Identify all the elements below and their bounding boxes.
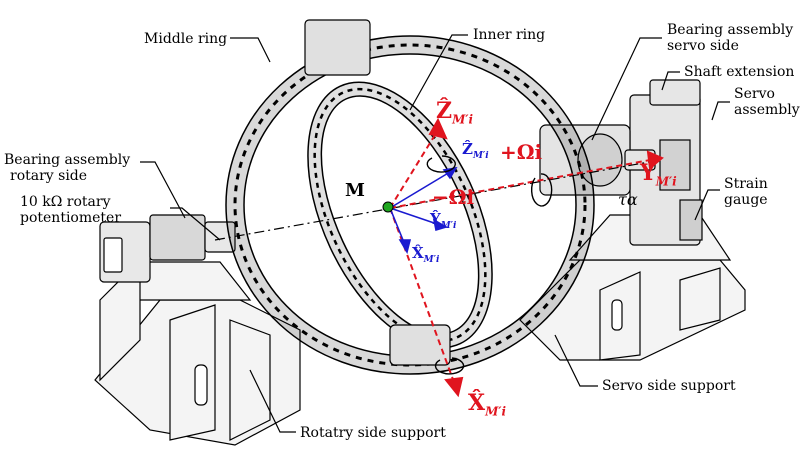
label-bearing-rotary-1: Bearing assembly: [4, 152, 131, 168]
inner-ring: [307, 81, 493, 349]
ring-top-block: [304, 19, 451, 366]
rotary-side-support: [94, 258, 301, 446]
red-axes: [389, 117, 664, 398]
label-shaft-extension: Shaft extension: [684, 64, 795, 80]
tau-alpha: τα: [618, 190, 638, 209]
label-bearing-servo-1: Bearing assembly: [667, 22, 794, 38]
label-servo-assembly-1: Servo: [734, 86, 775, 102]
label-servo-assembly-2: assembly: [734, 102, 800, 118]
label-potentiometer-1: 10 kΩ rotary: [20, 194, 111, 210]
label-bearing-servo-2: servo side: [667, 38, 739, 54]
omega-minus: −Ωi: [432, 185, 475, 209]
axis-z-big: ẐM′i: [436, 98, 474, 127]
servo-side-support: [519, 214, 746, 361]
blue-axes: [389, 166, 458, 255]
label-strain-gauge-1: Strain: [724, 176, 768, 192]
label-servo-support: Servo side support: [602, 378, 736, 394]
rotation-axis: [214, 159, 661, 241]
axis-y-small: ŶM′i: [430, 210, 457, 231]
rotation-arrows: [426, 155, 553, 375]
axis-x-small: X̂M′i: [412, 244, 440, 265]
axis-z-small: ẐM′i: [462, 140, 489, 161]
servo-assembly: [629, 79, 703, 246]
center-point-icon: [382, 201, 394, 213]
m-label: M: [345, 180, 365, 201]
label-middle-ring: Middle ring: [144, 31, 228, 47]
axis-y-big: YM′i: [640, 160, 677, 189]
axis-x-big: X̂M′i: [468, 390, 507, 419]
label-rotary-support: Rotatry side support: [300, 425, 446, 441]
label-bearing-rotary-2: rotary side: [10, 168, 88, 184]
bearing-assembly-servo: [539, 124, 656, 196]
leader-lines: [140, 34, 730, 433]
label-potentiometer-2: potentiometer: [20, 210, 122, 226]
label-inner-ring: Inner ring: [473, 27, 546, 43]
omega-plus: +Ωi: [500, 140, 543, 164]
label-strain-gauge-2: gauge: [724, 192, 768, 208]
